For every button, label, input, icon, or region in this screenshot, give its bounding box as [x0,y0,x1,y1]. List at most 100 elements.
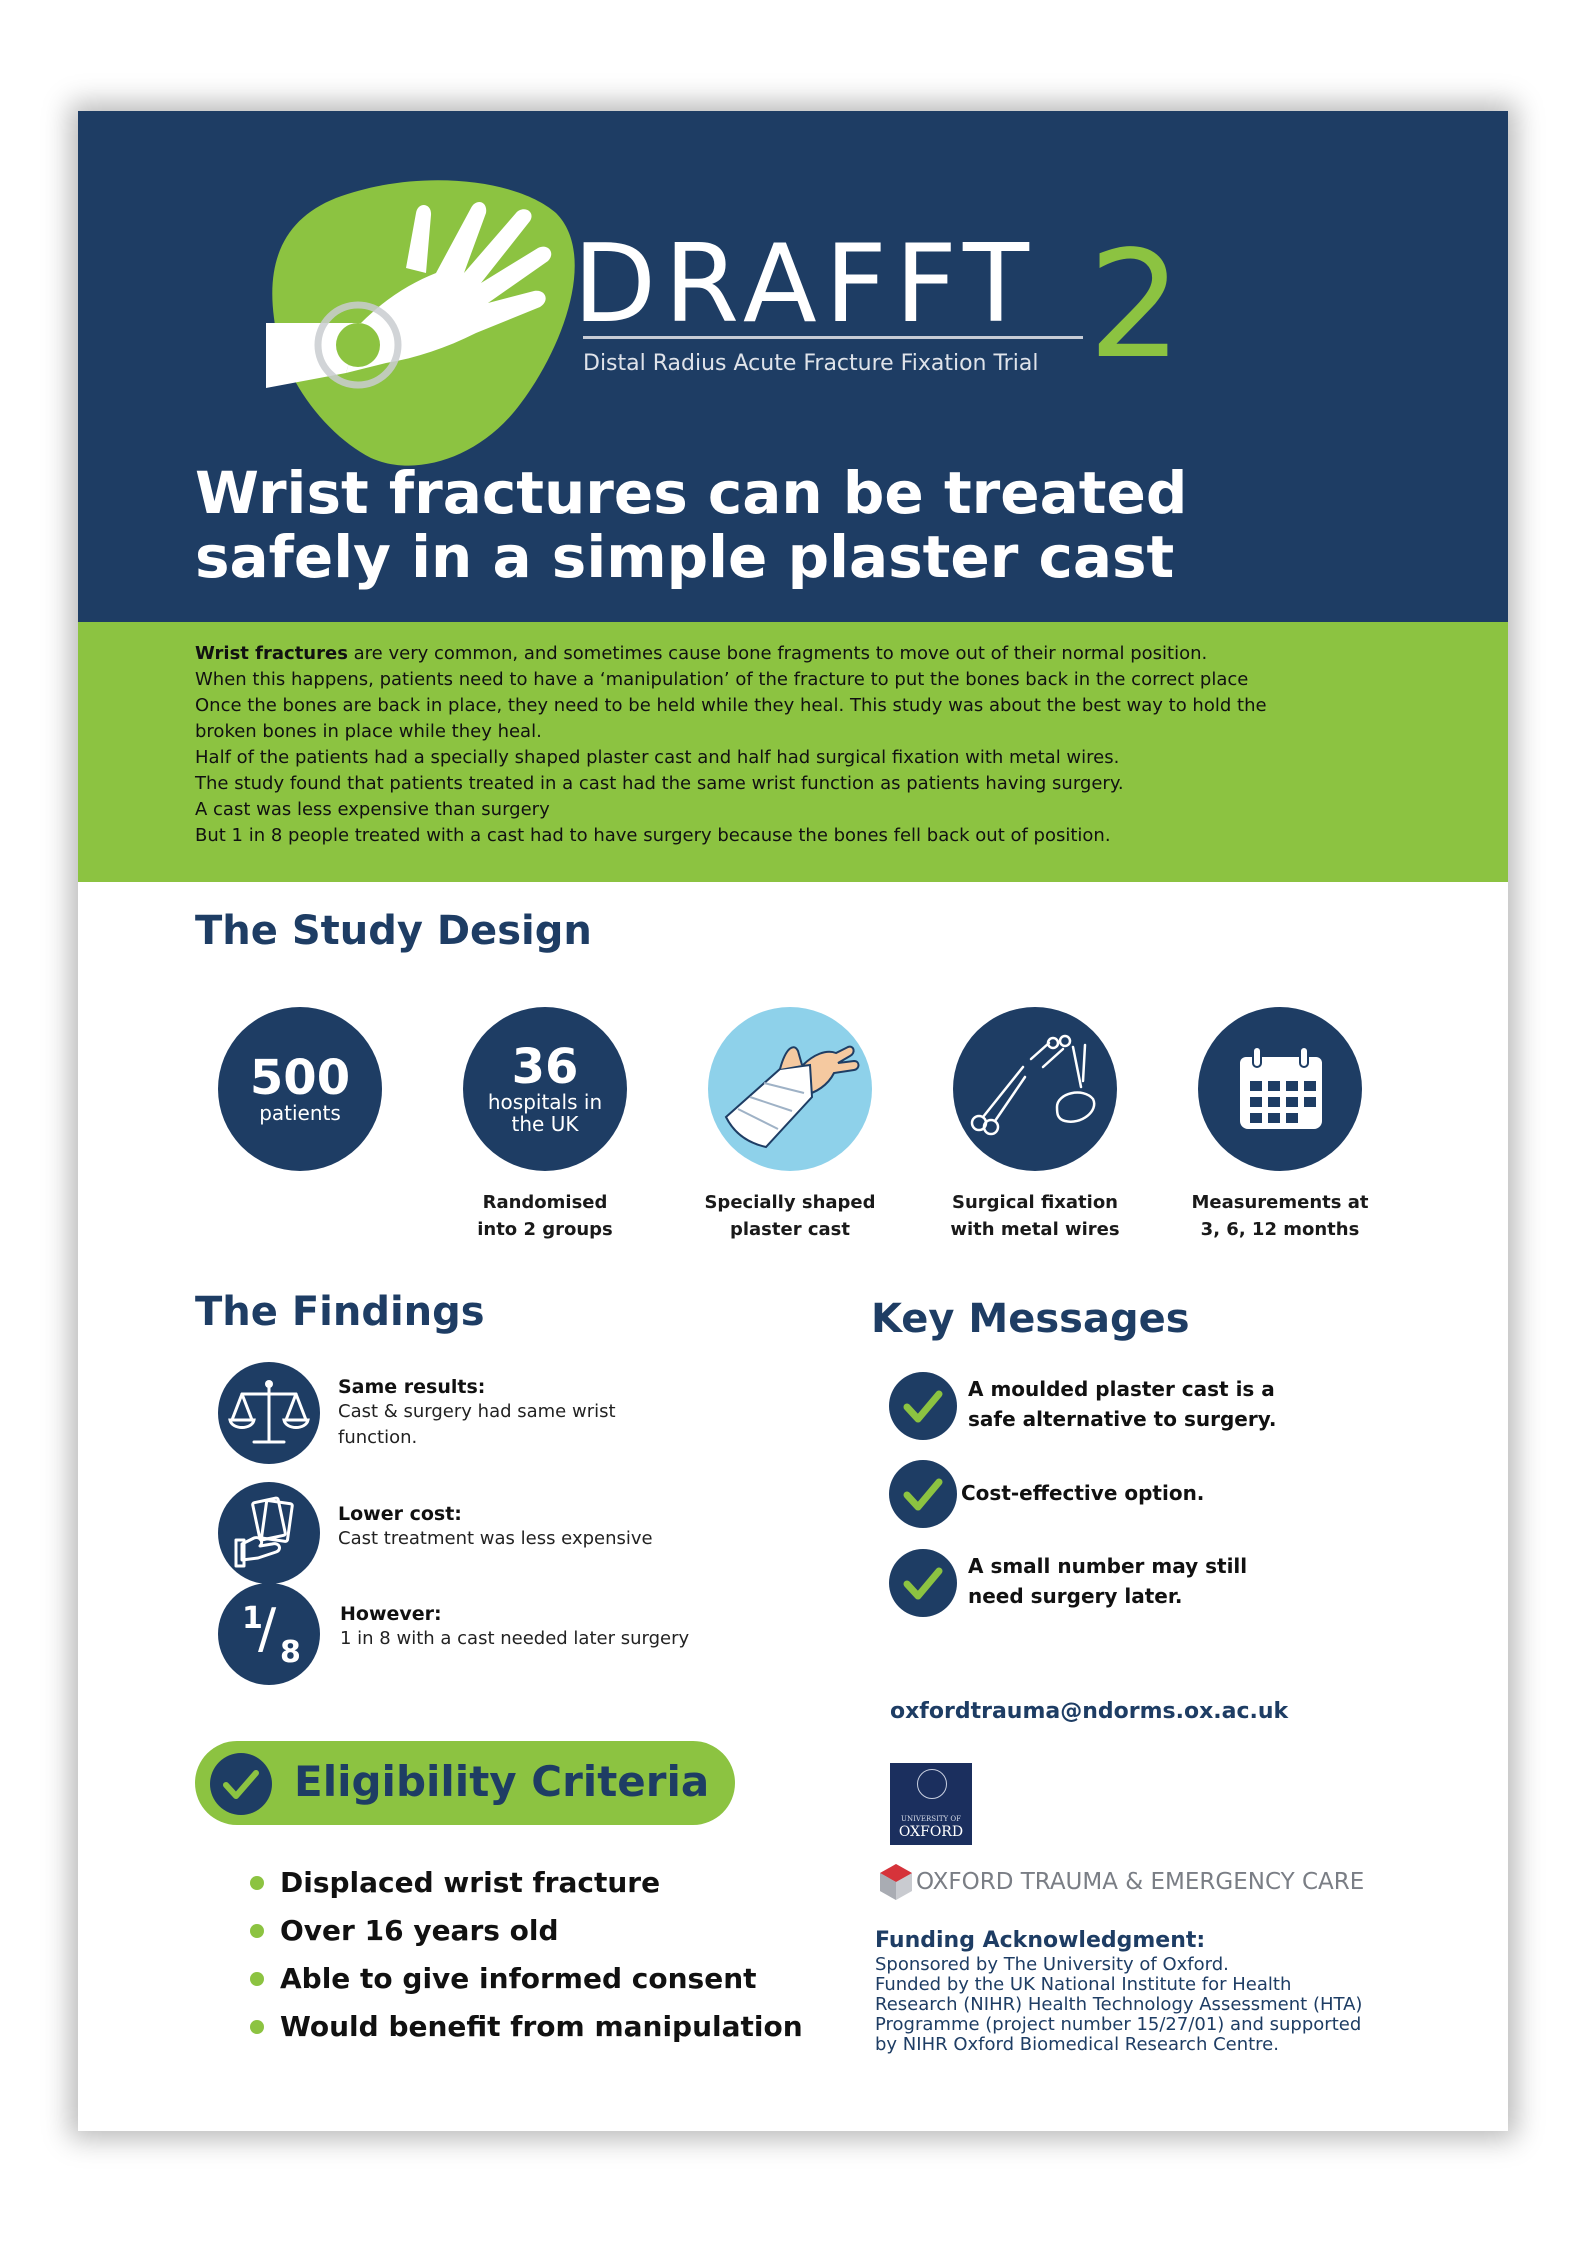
check-icon [889,1549,957,1617]
intro-line: Once the bones are back in place, they n… [195,695,1267,716]
finding-however-desc: 1 in 8 with a cast needed later surgery [340,1628,690,1649]
intro-line: Half of the patients had a specially sha… [195,747,1120,768]
intro-panel [78,622,1508,882]
funding-line: Sponsored by The University of Oxford. [875,1954,1229,1975]
key-message-cost: Cost-effective option. [961,1481,1205,1505]
caption-line: 3, 6, 12 months [1200,1219,1360,1240]
list-item: Able to give informed consent [250,1955,803,2003]
money-hand-drawing [234,1496,294,1568]
eligibility-item: Displaced wrist fracture [280,1866,661,1899]
scales-icon [218,1362,320,1464]
funding-line: Programme (project number 15/27/01) and … [875,2014,1362,2035]
stat-label: hospitals in the UK [487,1090,603,1136]
calendar-icon [1198,1007,1362,1171]
caption-cast: Specially shaped plaster cast [690,1189,890,1243]
cast-arm-icon [708,1007,872,1171]
check-mark [903,1390,943,1423]
caption-surgery: Surgical fixation with metal wires [935,1189,1135,1243]
caption-line: into 2 groups [477,1219,613,1240]
caption-line: Surgical fixation [951,1192,1119,1213]
check-icon [889,1372,957,1440]
finding-desc-line: function. [338,1427,418,1448]
finding-desc-line: Cast & surgery had same wrist [338,1401,616,1422]
bullet [250,1876,264,1890]
finding-same-title: Same results: [338,1376,486,1398]
cast-arm-drawing [724,1045,860,1149]
key-message-line: A moulded plaster cast is a [968,1377,1275,1401]
caption-measurements: Measurements at 3, 6, 12 months [1180,1189,1380,1243]
money-hand-icon [218,1482,320,1584]
oxford-university-logo: UNIVERSITY OF OXFORD [890,1763,972,1845]
finding-cost-title: Lower cost: [338,1503,462,1525]
oxford-university-label: UNIVERSITY OF [901,1815,961,1823]
caption-randomised: Randomised into 2 groups [445,1189,645,1243]
brand-number: 2 [1088,219,1183,391]
key-message-safe: A moulded plaster cast is a safe alterna… [968,1374,1277,1434]
brand-divider [583,336,1083,339]
bullet [250,2020,264,2034]
check-icon [889,1460,957,1528]
funding-line: Funded by the UK National Institute for … [875,1974,1292,1995]
eligibility-banner [195,1741,735,1825]
check-mark [903,1478,943,1511]
funding-title: Funding Acknowledgment: [875,1928,1206,1953]
headline-line-2: safely in a simple plaster cast [195,523,1175,591]
caption-line: Measurements at [1191,1192,1369,1213]
stat-value: 36 [511,1039,579,1095]
stat-hospitals: 36 hospitals in the UK [463,1007,627,1171]
eligibility-item: Over 16 years old [280,1914,559,1947]
drafft-hand-logo-icon [266,180,575,466]
key-message-line: A small number may still [968,1554,1248,1578]
funding-text: Sponsored by The University of Oxford. F… [875,1955,1475,2055]
caption-line: Specially shaped [704,1192,876,1213]
study-design-title: The Study Design [195,908,592,954]
calendar-drawing [1240,1046,1322,1129]
intro-bold: Wrist fractures [195,643,348,664]
headline-line-1: Wrist fractures can be treated [195,459,1188,527]
intro-text: Wrist fractures are very common, and som… [195,641,1335,849]
poster: DRAFFT 2 Distal Radius Acute Fracture Fi… [78,111,1508,2131]
caption-line: plaster cast [729,1219,850,1240]
list-item: Would benefit from manipulation [250,2003,803,2051]
caption-line: with metal wires [950,1219,1120,1240]
key-message-line: safe alternative to surgery. [968,1407,1277,1431]
intro-line-rest: are very common, and sometimes cause bon… [347,643,1208,664]
intro-line: The study found that patients treated in… [195,773,1124,794]
caption-line: Randomised [482,1192,608,1213]
otec-logo-text: OXFORD TRAUMA & EMERGENCY CARE [916,1869,1365,1895]
intro-line: But 1 in 8 people treated with a cast ha… [195,825,1111,846]
list-item: Displaced wrist fracture [250,1859,803,1907]
eligibility-list: Displaced wrist fracture Over 16 years o… [250,1859,803,2051]
bullet [250,1972,264,1986]
otec-hexagon-icon [880,1864,912,1900]
fraction-icon: 1 / 8 [218,1583,320,1685]
finding-however-title: However: [340,1603,442,1625]
brand-name: DRAFFT [573,222,1038,347]
intro-line: broken bones in place while they heal. [195,721,542,742]
scales-drawing [228,1380,310,1444]
eligibility-check-icon [210,1753,272,1815]
eligibility-item: Able to give informed consent [280,1962,757,1995]
contact-email[interactable]: oxfordtrauma@ndorms.ox.ac.uk [890,1699,1289,1724]
fraction-numerator: 1 [242,1601,263,1636]
stat-value: 500 [249,1050,351,1106]
key-messages-title: Key Messages [871,1296,1190,1342]
oxford-seal-icon [917,1769,947,1799]
fraction-denominator: 8 [280,1635,301,1670]
funding-line: by NIHR Oxford Biomedical Research Centr… [875,2034,1279,2055]
finding-cost-desc: Cast treatment was less expensive [338,1528,653,1549]
check-mark [903,1567,943,1600]
headline: Wrist fractures can be treated safely in… [195,461,1395,589]
eligibility-title: Eligibility Criteria [294,1757,710,1806]
oxford-name-label: OXFORD [898,1824,964,1840]
check-mark [223,1770,259,1799]
fraction-slash: / [258,1597,277,1660]
surgical-tools-drawing [970,1034,1096,1136]
stat-label: patients [259,1101,341,1125]
intro-line: A cast was less expensive than surgery [195,799,550,820]
key-message-surgery: A small number may still need surgery la… [968,1551,1247,1611]
surgical-tools-icon [953,1007,1117,1171]
bullet [250,1924,264,1938]
finding-same-desc: Cast & surgery had same wrist function. [338,1399,616,1451]
key-message-line: need surgery later. [968,1584,1183,1608]
